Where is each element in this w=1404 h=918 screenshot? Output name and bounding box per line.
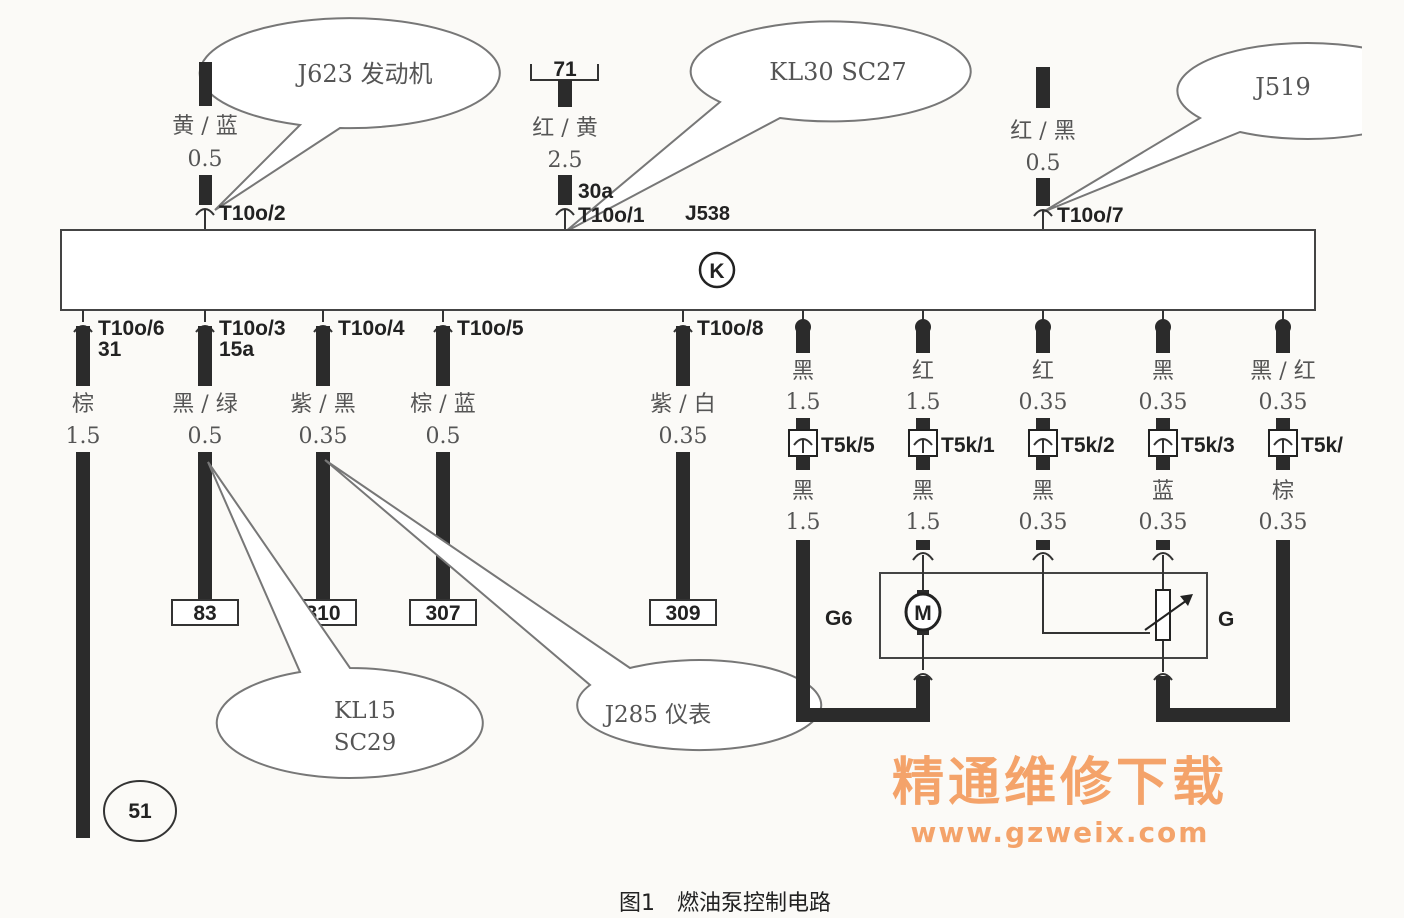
ref-box: 309 [665,602,700,625]
callout-j519: J519 [1042,0,1404,230]
wire-color: 紫 / 黑 [290,392,355,417]
callout-j285-text: J285 仪表 [603,702,711,728]
ref-box: 83 [193,602,216,625]
wire-color-top: 红 [912,359,934,384]
wire-color: 紫 / 白 [650,392,715,417]
pin-label: T10o/8 [697,317,764,340]
fuse-number: 71 [553,58,577,81]
bottom-wire-5: T10o/8 紫 / 白 0.35 309 [649,310,764,626]
callout-kl30: KL30 SC27 [564,20,972,233]
callout-kl15: KL15 SC29 [207,461,484,779]
wire-gauge: 1.5 [66,424,101,449]
pin-label: T10o/7 [1057,204,1124,227]
wire-gauge: 0.5 [188,147,223,172]
wire-color-bottom: 黑 [792,479,814,504]
watermark: 精通维修下载 www.gzweix.com [892,753,1228,849]
wire-gauge-top: 0.35 [1139,390,1188,415]
pin-label: T10o/1 [578,204,645,227]
wire-gauge: 0.5 [188,424,223,449]
bottom-wire-3: T10o/4 紫 / 黑 0.35 310 [289,310,405,626]
pin-label: T10o/4 [338,317,405,340]
pin-label: T5k/2 [1061,434,1115,457]
pin-label: T5k/5 [821,434,875,457]
callout-j285: J285 仪表 [324,459,823,752]
wire-gauge-top: 1.5 [786,390,821,415]
top-wire-3: 红 / 黑 0.5 T10o/7 [1010,67,1124,232]
wire-gauge-bottom: 1.5 [906,510,941,535]
sender-wires: 黑1.5T5k/5黑1.5红1.5T5k/1黑1.5红0.35T5k/2黑0.3… [786,310,1343,561]
wire-gauge-top: 1.5 [906,390,941,415]
terminal-label: 30a [578,180,613,203]
fuel-pump-control-unit-j538: K [60,229,1316,311]
wire-gauge-bottom: 0.35 [1139,510,1188,535]
bottom-wire-1: T10o/6 31 棕 1.5 51 [66,310,177,842]
pin-label: T5k/1 [941,434,995,457]
wire-color-top: 黑 / 红 [1250,359,1315,384]
motor-icon [904,592,942,632]
module-label: J538 [685,202,730,225]
wire-color: 红 / 黑 [1010,119,1075,144]
wire-gauge: 0.5 [426,424,461,449]
wire-color-bottom: 棕 [1272,479,1294,504]
ref-box: 307 [425,602,460,625]
fuel-pump-unit: M G6 G [796,540,1290,722]
terminal-label: 31 [98,338,122,361]
wire-color-bottom: 黑 [1032,479,1054,504]
motor-symbol: M [914,602,932,625]
relay-symbol-text: K [709,260,724,283]
wire-color: 黄 / 蓝 [172,114,237,139]
wire-gauge-bottom: 0.35 [1019,510,1068,535]
top-wire-2: 71 红 / 黄 2.5 30a T10o/1 J538 [530,58,730,232]
wire-gauge: 0.35 [299,424,348,449]
bottom-wire-2: T10o/3 15a 黑 / 绿 0.5 83 [171,310,286,626]
watermark-cn: 精通维修下载 [892,753,1228,813]
wire-color-bottom: 蓝 [1152,479,1174,504]
pin-label: T5k/3 [1181,434,1235,457]
pump-label: G6 [825,607,852,630]
ground-point [103,780,177,842]
pin-label: T10o/3 [219,317,286,340]
sender-label: G [1218,608,1234,631]
wire-color: 棕 [72,392,94,417]
pin-label: T10o/6 [98,317,165,340]
wire-color-top: 黑 [792,359,814,384]
pin-label: T10o/2 [219,202,286,225]
relay-symbol-icon [698,251,736,289]
top-wire-1: 黄 / 蓝 0.5 T10o/2 [172,62,286,232]
wire-color: 红 / 黄 [532,116,597,141]
wire-gauge-top: 0.35 [1259,390,1308,415]
wire-color: 黑 / 绿 [172,392,237,417]
callout-j519-text: J519 [1252,73,1310,101]
pin-label: T10o/5 [457,317,524,340]
wire-gauge: 0.5 [1026,151,1061,176]
wire-gauge: 0.35 [659,424,708,449]
ground-number: 51 [128,800,152,823]
wire-gauge-bottom: 1.5 [786,510,821,535]
callout-kl30-text: KL30 SC27 [769,58,906,86]
wire-gauge: 2.5 [548,148,583,173]
callout-j623-text: J623 发动机 [294,60,432,88]
callout-kl15-line1: KL15 [334,698,396,724]
terminal-label: 15a [219,338,254,361]
watermark-url: www.gzweix.com [911,816,1210,849]
wire-color-top: 红 [1032,359,1054,384]
pin-label: T5k/ [1301,434,1343,457]
wire-color-top: 黑 [1152,359,1174,384]
callout-j623: J623 发动机 [198,17,501,211]
wire-gauge-bottom: 0.35 [1259,510,1308,535]
callout-kl15-line2: SC29 [334,730,397,756]
variable-resistor-icon [1155,589,1171,641]
wire-color: 棕 / 蓝 [410,392,475,417]
wire-gauge-top: 0.35 [1019,390,1068,415]
wire-color-bottom: 黑 [912,479,934,504]
figure-caption: 图1 燃油泵控制电路 [619,891,831,916]
